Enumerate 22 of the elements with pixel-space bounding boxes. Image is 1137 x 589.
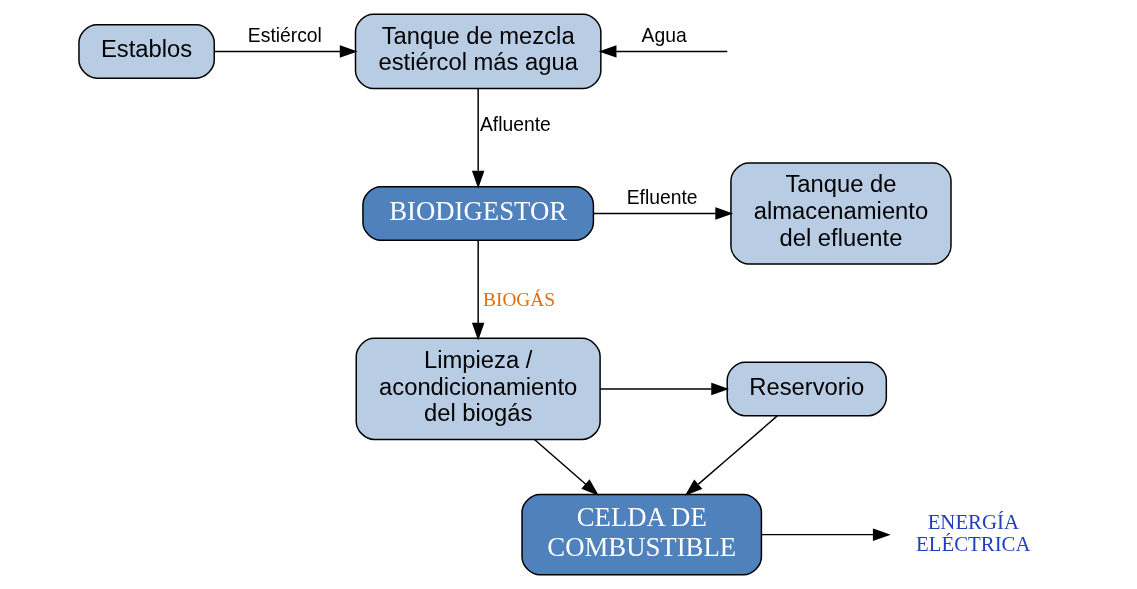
node-box: CELDA DE COMBUSTIBLE bbox=[521, 493, 763, 576]
node-box: Tanque de almacenamiento del efluente bbox=[730, 162, 952, 265]
node-box: Tanque de mezcla estiércol más agua bbox=[354, 13, 602, 90]
arrow bbox=[213, 45, 358, 58]
arrow bbox=[760, 528, 891, 541]
node-box: Limpieza / acondicionamiento del biogás bbox=[355, 337, 601, 441]
arrow bbox=[533, 438, 599, 496]
arrow bbox=[592, 207, 734, 220]
node-text: ENERGÍA ELÉCTRICA bbox=[916, 509, 1031, 557]
edge-label: Estiércol bbox=[247, 24, 322, 46]
arrow bbox=[598, 45, 728, 58]
edge-label: BIOGÁS bbox=[483, 289, 556, 311]
arrow bbox=[684, 415, 778, 496]
node-box: Establos bbox=[78, 23, 215, 79]
edge-label: Afluente bbox=[479, 113, 551, 135]
arrow bbox=[599, 382, 730, 396]
arrow bbox=[471, 87, 485, 189]
edge-label: Agua bbox=[641, 24, 687, 46]
node-box: Reservorio bbox=[726, 361, 888, 417]
arrow bbox=[471, 239, 485, 341]
edge-label: Efluente bbox=[626, 186, 698, 208]
node-box: BIODIGESTOR bbox=[362, 185, 595, 241]
